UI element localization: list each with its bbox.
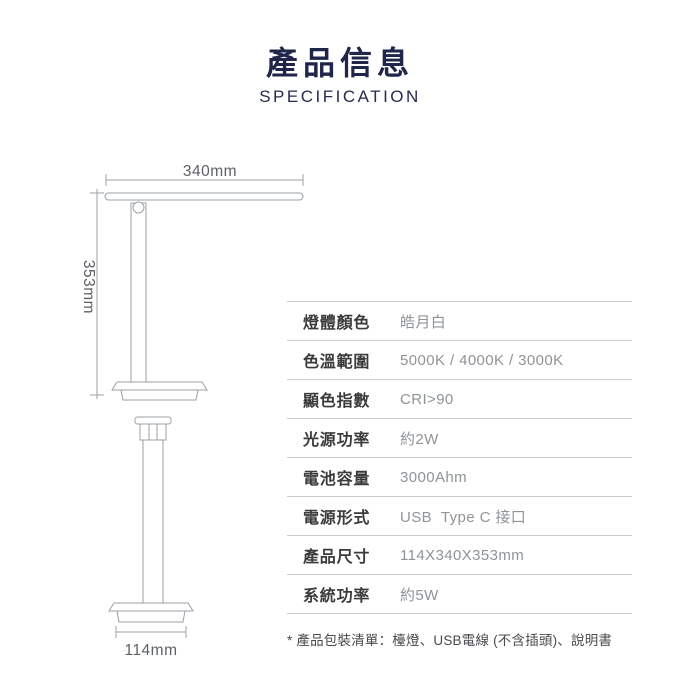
page-title: 產品信息 bbox=[265, 45, 414, 81]
spec-row-product-size: 產品尺寸 114X340X353mm bbox=[287, 535, 632, 574]
spec-value: 114X340X353mm bbox=[400, 546, 525, 564]
spec-label: 光源功率 bbox=[303, 432, 371, 449]
spec-row-system-power: 系統功率 約5W bbox=[287, 574, 632, 613]
spec-value: 3000Ahm bbox=[400, 468, 468, 486]
dimension-height-label: 353mm bbox=[80, 260, 97, 314]
spec-label: 產品尺寸 bbox=[303, 549, 371, 566]
spec-label: 電源形式 bbox=[303, 510, 371, 527]
spec-row-battery: 電池容量 3000Ahm bbox=[287, 457, 632, 496]
spec-table: 燈體顏色 皓月白 色溫範圍 5000K / 4000K / 3000K 顯色指數… bbox=[287, 301, 632, 614]
spec-label: 燈體顏色 bbox=[303, 315, 371, 332]
spec-value: 約5W bbox=[400, 586, 439, 604]
spec-label: 電池容量 bbox=[303, 471, 371, 488]
dimension-base-label: 114mm bbox=[124, 642, 177, 659]
spec-row-light-power: 光源功率 約2W bbox=[287, 418, 632, 457]
lamp-pole-side bbox=[130, 202, 147, 383]
page-subtitle: SPECIFICATION bbox=[259, 87, 421, 106]
dimension-width-label: 340mm bbox=[183, 163, 237, 180]
lamp-base-bottom-front bbox=[116, 610, 186, 623]
dimension-height: 353mm bbox=[80, 189, 104, 399]
lamp-hinge bbox=[132, 201, 145, 214]
spec-label: 系統功率 bbox=[303, 588, 371, 605]
lamp-base-bottom-side bbox=[120, 389, 199, 401]
spec-value: USB Type C 接口 bbox=[400, 508, 527, 526]
lamp-base-top-front bbox=[108, 602, 194, 612]
spec-value: 皓月白 bbox=[400, 313, 447, 331]
dimension-width: 340mm bbox=[105, 163, 304, 186]
spec-row-cri: 顯色指數 CRI>90 bbox=[287, 379, 632, 418]
spec-value: CRI>90 bbox=[400, 390, 454, 408]
spec-label: 色溫範圍 bbox=[303, 354, 371, 371]
packing-list-footnote: * 產品包裝清單：檯燈、USB電線 (不含插頭)、說明書 bbox=[287, 633, 613, 648]
spec-label: 顯色指數 bbox=[303, 393, 371, 410]
spec-value: 約2W bbox=[400, 430, 439, 448]
spec-row-lamp-color: 燈體顏色 皓月白 bbox=[287, 301, 632, 340]
lamp-base-top-side bbox=[111, 381, 208, 391]
spec-row-color-temperature: 色溫範圍 5000K / 4000K / 3000K bbox=[287, 340, 632, 379]
lamp-head-front bbox=[134, 416, 172, 425]
dimension-base: 114mm bbox=[115, 626, 187, 659]
spec-value: 5000K / 4000K / 3000K bbox=[400, 351, 564, 369]
lamp-side-view bbox=[104, 192, 304, 401]
lamp-front-view bbox=[108, 416, 194, 623]
lamp-neck-front bbox=[139, 423, 167, 441]
lamp-pole-front bbox=[142, 439, 164, 604]
spec-row-power-type: 電源形式 USB Type C 接口 bbox=[287, 496, 632, 535]
lamp-head-bar bbox=[104, 192, 304, 201]
